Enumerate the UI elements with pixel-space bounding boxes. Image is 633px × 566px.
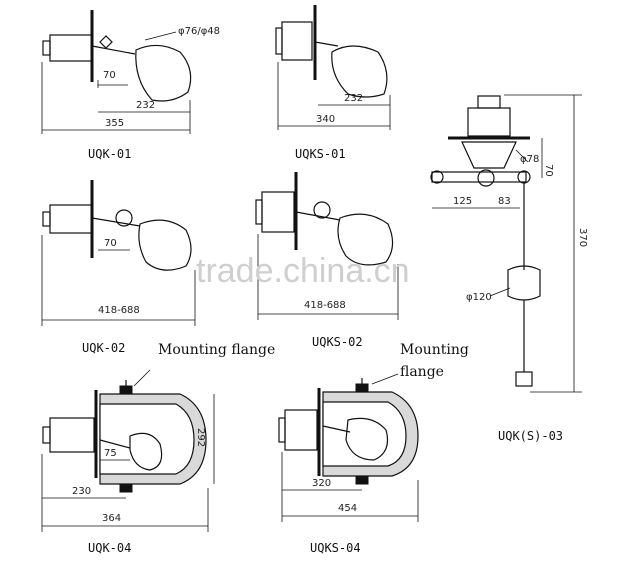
- uqk-03-d4: 370: [577, 228, 588, 247]
- uqk-04-valve-bottom: [119, 483, 133, 493]
- uqks-04-flange-leader: [371, 373, 399, 385]
- uqk-02-drawing: 70 418-688 UQK-02: [41, 180, 196, 355]
- uqks-04-flange-note-2: flange: [400, 364, 444, 380]
- uqk-01-cap: [42, 40, 51, 56]
- uqks-04-valve-bottom: [355, 475, 369, 485]
- uqks-01-d2: 340: [316, 114, 335, 125]
- uqks-01-drawing: 232 340 UQKS-01: [275, 5, 391, 161]
- uqk-01-float: [135, 44, 192, 102]
- uqk-03-d1: 125: [453, 196, 472, 207]
- uqks-04-cap: [278, 417, 286, 443]
- uqks-01-float: [331, 45, 388, 98]
- uqks-04-flange-note-1: Mounting: [400, 342, 469, 358]
- uqk-04-d4: 292: [195, 428, 206, 447]
- uqks-04-d1: 320: [312, 478, 331, 489]
- uqk-02-d1: 70: [104, 238, 117, 249]
- uqk-01-hinge: [99, 35, 113, 49]
- uqk-04-float: [129, 432, 163, 471]
- uqk-04-valve-top: [119, 385, 133, 395]
- uqk-03-head: [467, 107, 511, 137]
- uqks-02-hinge: [313, 201, 331, 219]
- uqk-03-float-dia: φ120: [466, 292, 492, 303]
- uqk-01-body: [49, 34, 93, 62]
- uqk-02-label: UQK-02: [82, 341, 125, 355]
- uqk-03-pivot: [477, 169, 495, 187]
- uqk-03-counterweight: [430, 170, 444, 184]
- uqk-04-drawing: Mounting flange 75 230 364 292 UQK-04: [41, 342, 275, 555]
- uqk-04-d1: 75: [104, 448, 117, 459]
- uqks-01-cap: [275, 27, 283, 55]
- uqk-02-body: [49, 204, 93, 234]
- uqk-01-arm: [91, 45, 136, 55]
- uqk-02-hinge: [115, 209, 133, 227]
- watermark: trade.china.cn: [196, 252, 410, 290]
- uqk-01-d1: 70: [103, 70, 116, 81]
- uqk-03-arm: [431, 171, 527, 183]
- uqk-01-d2: 232: [136, 100, 155, 111]
- uqk-03-d2: 83: [498, 196, 511, 207]
- uqk-01-drawing: φ76/φ48 70 232 355 UQK-01: [41, 10, 220, 161]
- uqk-03-housing: [461, 141, 517, 169]
- uqk-02-cap: [42, 211, 51, 227]
- uqk-01-label: UQK-01: [88, 147, 131, 161]
- uqk-04-label: UQK-04: [88, 541, 131, 555]
- uqks-01-d1: 232: [344, 93, 363, 104]
- uqks-04-float: [345, 417, 389, 461]
- uqks-04-drawing: Mounting flange 320 454 UQKS-04: [278, 342, 469, 555]
- uqk-03-top-dia: φ78: [520, 154, 539, 165]
- uqk-04-d3: 364: [102, 513, 121, 524]
- uqk-03-top-box: [477, 95, 501, 109]
- uqk-02-d2: 418-688: [98, 305, 140, 316]
- uqk-03-float: [507, 265, 541, 301]
- uqk-04-d2: 230: [72, 486, 91, 497]
- uqks-02-label: UQKS-02: [312, 335, 363, 349]
- uqks-02-d1: 418-688: [304, 300, 346, 311]
- uqk-01-d3: 355: [105, 118, 124, 129]
- uqks-02-drawing: 418-688 UQKS-02: [255, 172, 399, 349]
- uqks-04-label: UQKS-04: [310, 541, 361, 555]
- uqk-01-float-dia: φ76/φ48: [178, 26, 220, 37]
- uqk-01-leader: [144, 31, 177, 41]
- uqk-04-cap: [42, 426, 51, 444]
- uqk-03-drawing: φ78 125 83 70 370 φ120 UQK(S)-03: [430, 94, 588, 443]
- uqk-04-flange-note: Mounting flange: [158, 342, 275, 358]
- uqks-02-body: [261, 191, 295, 233]
- uqk-03-d3: 70: [543, 164, 554, 177]
- uqks-04-body: [284, 409, 318, 451]
- uqks-01-body: [281, 21, 313, 61]
- uqk-03-weight: [515, 371, 533, 387]
- uqk-04-flange-leader: [133, 369, 151, 387]
- uqks-02-float: [337, 213, 394, 266]
- uqks-01-label: UQKS-01: [295, 147, 346, 161]
- uqk-04-body: [49, 417, 95, 453]
- uqks-02-cap: [255, 199, 263, 225]
- uqk-02-float: [138, 219, 192, 271]
- uqk-03-label: UQK(S)-03: [498, 429, 563, 443]
- uqks-04-valve-top: [355, 383, 369, 393]
- uqks-04-d2: 454: [338, 503, 357, 514]
